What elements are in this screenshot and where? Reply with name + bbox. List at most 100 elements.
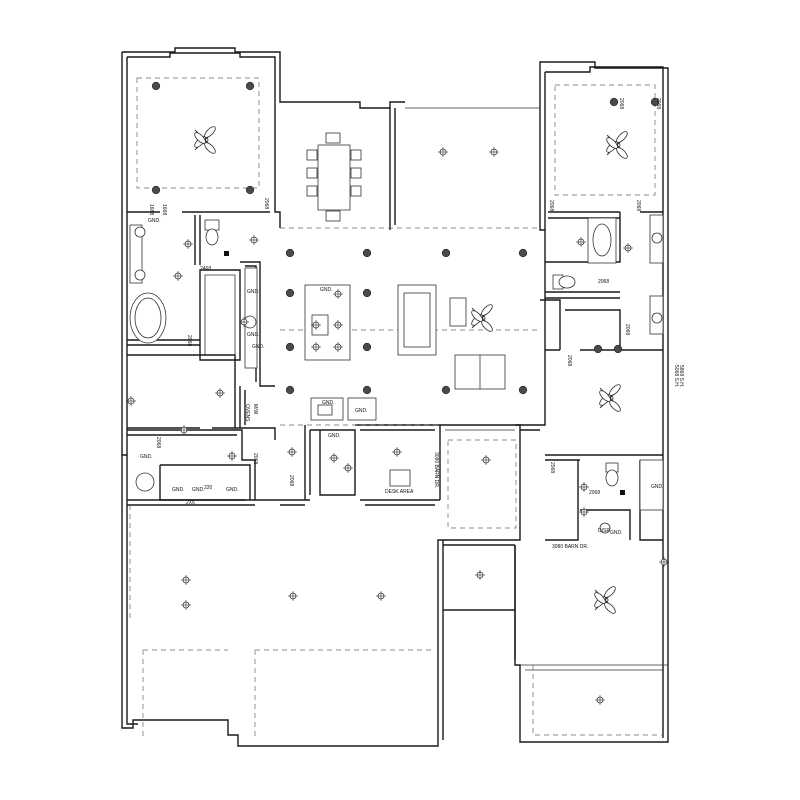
surface-light-icon [392,447,402,457]
kitchen-island [304,284,351,361]
recessed-can-light-icon [518,248,528,258]
door-size-label: 2068 [263,198,269,209]
appliance-squares [224,251,625,495]
outlet-labels: GND. GND. GND. GND. GND. GND. GND. GND. GND. GND.… [140,218,664,536]
recessed-can-light-icon [362,248,372,258]
door-2x6-label: 2X6 [186,500,195,506]
outlet-gnd-label: GND. [226,487,239,493]
surface-light-icon [215,388,225,398]
exterior-walls [121,47,669,747]
recessed-can-light-icon [613,344,623,354]
mw-label: M/W [252,404,258,415]
surface-light-icon [343,463,353,473]
outlet-gnd-label: GND. [651,484,664,490]
plan-labels: OVENS M/W DESK AREA 3080 BARN DR. 3080 B… [186,266,684,550]
surface-light-icon [579,507,589,517]
barn-door-label-b: 3080 BARN DR. [552,544,588,550]
kitchen-counter [310,397,377,421]
surface-light-icon [173,271,183,281]
door-size-label: 1668 [148,204,154,215]
recessed-can-light-icon [609,97,619,107]
recessed-can-light-icon [362,342,372,352]
recessed-can-light-icon [650,97,660,107]
surface-light-icon [179,425,189,435]
recessed-can-light-icon [362,288,372,298]
ceiling-fan-icon [599,384,621,412]
surface-light-icon [181,575,191,585]
surface-light-icon [475,570,485,580]
surface-light-icon [311,320,321,330]
outlet-gnd-label: GND. [322,400,335,406]
recessed-lights [151,81,660,395]
door-size-label: 2068 [618,98,624,109]
surface-light-icon [623,243,633,253]
recessed-can-light-icon [518,385,528,395]
door-size-label: 2068 [566,355,572,366]
disp-label: DISP. [598,528,610,534]
surface-light-icon [311,342,321,352]
door-size-label: 2068 [624,324,630,335]
outlet-gnd-label: GND. [320,287,333,293]
surface-light-icon [288,591,298,601]
recessed-can-light-icon [441,248,451,258]
outlet-gnd-label: GND. [252,344,265,350]
surface-light-icon [333,342,343,352]
outlet-gnd-label: GND. [247,289,260,295]
ceiling-fan-icon [194,126,628,614]
outlet-gnd-label: GND. [328,433,341,439]
surface-light-icon [333,289,343,299]
outlet-220-label: 220 [204,485,213,491]
surface-light-icon [438,147,448,157]
surface-lights [126,147,669,705]
outlet-gnd-label: GND. [172,487,185,493]
recessed-can-light-icon [151,185,161,195]
surface-light-icon [329,453,339,463]
coffee-table [449,297,467,327]
door-2468-label: 2468 [200,266,211,272]
surface-light-icon [183,239,193,249]
recessed-can-light-icon [285,342,295,352]
recessed-can-light-icon [362,385,372,395]
recessed-can-light-icon [245,81,255,91]
ceiling-fan-icon [594,586,616,614]
ceiling-fan-icon [194,126,216,154]
door-size-label: 2068 [186,335,192,346]
surface-light-icon [287,447,297,457]
desk-chair [389,469,411,487]
outlet-gnd-label: GND. [140,454,153,460]
dashed-outlines [129,77,663,740]
bath-fixtures [129,214,664,534]
door-size-label: 2068 [655,98,661,109]
door-size-label: 2068 [598,279,609,285]
surface-light-icon [333,320,343,330]
outlet-gnd-label: GND. [247,332,260,338]
outlet-gnd-label: GND. [610,530,623,536]
recessed-can-light-icon [285,288,295,298]
door-size-label: 2068 [549,462,555,473]
surface-light-icon [659,557,669,567]
surface-light-icon [481,455,491,465]
ovens-label: OVENS [244,404,250,422]
barn-door-label-a: 3080 BARN DR. [433,452,439,488]
recessed-can-light-icon [285,385,295,395]
recessed-can-light-icon [151,81,161,91]
dining-table [306,132,362,222]
recessed-can-light-icon [593,344,603,354]
window-label-b: 5868 S.H. [678,365,684,387]
door-size-label: 2068 [288,475,294,486]
outlet-gnd-label: GND. [148,218,161,224]
door-size-label: 2068 [589,490,600,496]
surface-light-icon [579,482,589,492]
surface-light-icon [126,396,136,406]
surface-light-icon [489,147,499,157]
recessed-can-light-icon [245,185,255,195]
door-size-label: 2068 [252,453,258,464]
interior-walls [127,107,663,660]
door-size-label: 2068 [635,200,641,211]
ceiling-fan-icon [606,131,628,159]
desk-area-label: DESK AREA [385,489,414,495]
outlet-gnd-label: GND. [192,487,205,493]
surface-light-icon [181,600,191,610]
